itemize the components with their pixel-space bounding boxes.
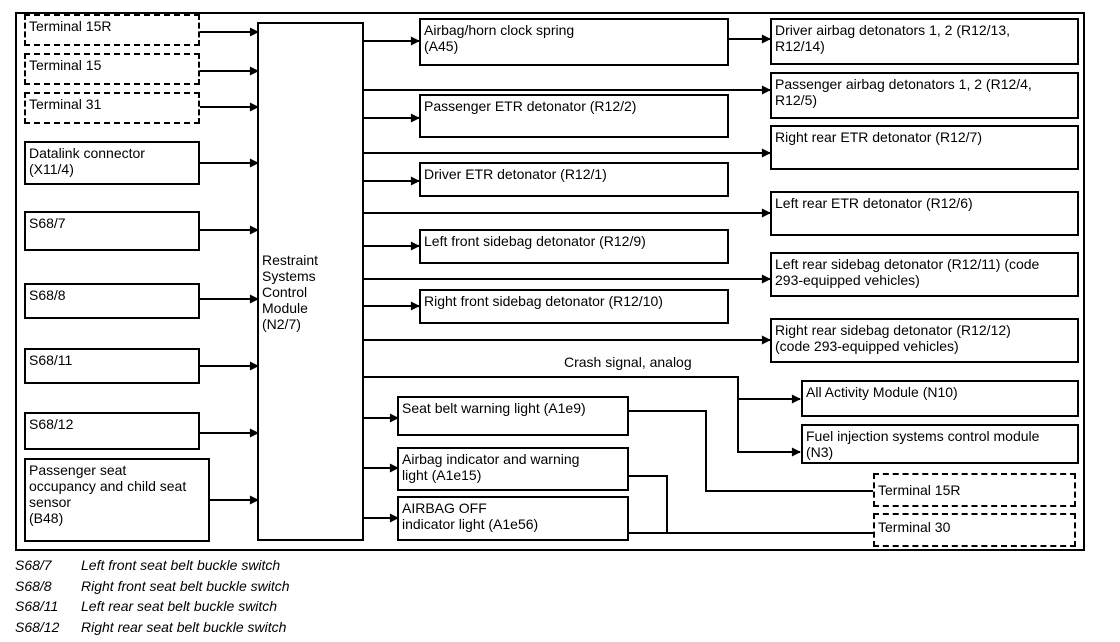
seat-sensor-line-3: sensor (29, 494, 72, 510)
left-front-sidebag-label: Left front sidebag detonator (R12/9) (424, 233, 646, 249)
left-rear-etr-box: Left rear ETR detonator (R12/6) (770, 191, 1079, 236)
passenger-etr-box: Passenger ETR detonator (R12/2) (419, 94, 729, 138)
legend-row: S68/11 Left rear seat belt buckle switch (15, 596, 290, 617)
passenger-airbag-box: Passenger airbag detonators 1, 2 (R12/4,… (770, 72, 1079, 119)
driver-airbag-box: Driver airbag detonators 1, 2 (R12/13, R… (770, 18, 1079, 65)
airbag-indicator-box: Airbag indicator and warning light (A1e1… (397, 447, 629, 491)
terminal-15r-label: Terminal 15R (29, 18, 112, 34)
fuel-injection-box: Fuel injection systems control module (N… (801, 424, 1079, 464)
left-rear-sidebag-box: Left rear sidebag detonator (R12/11) (co… (770, 252, 1079, 297)
s68-12-box: S68/12 (24, 412, 200, 450)
seat-sensor-line-4: (B48) (29, 510, 64, 526)
legend-desc: Right front seat belt buckle switch (81, 577, 290, 594)
seat-sensor-line-2: occupancy and child seat (29, 478, 187, 494)
terminal-15-box: Terminal 15 (24, 53, 200, 85)
s68-11-label: S68/11 (29, 352, 73, 368)
clock-spring-box: Airbag/horn clock spring (A45) (419, 18, 729, 66)
datalink-connector-box: Datalink connector (X11/4) (24, 141, 200, 185)
legend-code: S68/8 (15, 577, 52, 594)
driver-etr-box: Driver ETR detonator (R12/1) (419, 162, 729, 197)
terminal-15r-out-box: Terminal 15R (873, 473, 1076, 507)
passenger-airbag-line-2: R12/5) (775, 92, 818, 108)
legend-desc: Right rear seat belt buckle switch (81, 618, 287, 635)
left-rear-sidebag-line-2: 293-equipped vehicles) (775, 272, 920, 288)
all-activity-module-label: All Activity Module (N10) (806, 384, 958, 400)
passenger-etr-label: Passenger ETR detonator (R12/2) (424, 98, 637, 114)
terminal-30-label: Terminal 30 (878, 519, 951, 535)
right-front-sidebag-label: Right front sidebag detonator (R12/10) (424, 293, 663, 309)
s68-7-box: S68/7 (24, 211, 200, 251)
airbag-off-line-1: AIRBAG OFF (402, 500, 487, 516)
right-rear-etr-label: Right rear ETR detonator (R12/7) (775, 129, 982, 145)
terminal-31-label: Terminal 31 (29, 96, 102, 112)
airbag-indicator-line-2: light (A1e15) (402, 467, 482, 483)
all-activity-module-box: All Activity Module (N10) (801, 380, 1079, 417)
terminal-31-box: Terminal 31 (24, 92, 200, 124)
right-front-sidebag-box: Right front sidebag detonator (R12/10) (419, 289, 729, 324)
driver-airbag-line-1: Driver airbag detonators 1, 2 (R12/13, (775, 22, 1011, 38)
module-line-5: (N2/7) (262, 316, 301, 332)
fuel-injection-line-1: Fuel injection systems control module (806, 428, 1040, 444)
s68-12-label: S68/12 (29, 416, 74, 432)
legend-row: S68/7 Left front seat belt buckle switch (15, 555, 290, 576)
clock-spring-label: Airbag/horn clock spring (424, 22, 575, 38)
legend-code: S68/11 (15, 598, 59, 614)
right-rear-etr-box: Right rear ETR detonator (R12/7) (770, 125, 1079, 170)
seat-belt-light-box: Seat belt warning light (A1e9) (397, 396, 629, 436)
s68-11-box: S68/11 (24, 348, 200, 384)
legend-desc: Left front seat belt buckle switch (81, 557, 281, 573)
right-rear-sidebag-box: Right rear sidebag detonator (R12/12) (c… (770, 318, 1079, 363)
legend-code: S68/12 (15, 618, 60, 635)
legend-row: S68/12 Right rear seat belt buckle switch (15, 617, 290, 638)
wire-terminal-15r-feed (628, 410, 874, 492)
restraint-module-box: Restraint Systems Control Module (N2/7) (257, 22, 364, 541)
crash-signal-label: Crash signal, analog (564, 354, 692, 370)
seat-sensor-line-1: Passenger seat (29, 462, 127, 478)
module-line-1: Restraint (262, 252, 319, 268)
passenger-seat-sensor-box: Passenger seat occupancy and child seat … (24, 458, 210, 542)
fuel-injection-line-2: (N3) (806, 444, 834, 460)
legend-code: S68/7 (15, 557, 52, 573)
datalink-code: (X11/4) (29, 161, 74, 177)
s68-8-box: S68/8 (24, 283, 200, 319)
s68-7-label: S68/7 (29, 215, 66, 231)
left-front-sidebag-box: Left front sidebag detonator (R12/9) (419, 229, 729, 264)
terminal-15r-out-label: Terminal 15R (878, 482, 961, 498)
airbag-off-box: AIRBAG OFF indicator light (A1e56) (397, 496, 629, 541)
outer-frame (15, 12, 1085, 551)
wire-terminal-30-feed (628, 475, 874, 534)
terminal-15-label: Terminal 15 (29, 57, 102, 73)
clock-spring-code: (A45) (424, 38, 459, 54)
wire-crash-signal (363, 376, 801, 457)
left-rear-sidebag-line-1: Left rear sidebag detonator (R12/11) (co… (775, 256, 1040, 272)
module-line-4: Module (262, 300, 308, 316)
s68-8-label: S68/8 (29, 287, 66, 303)
driver-etr-label: Driver ETR detonator (R12/1) (424, 166, 607, 182)
right-rear-sidebag-line-1: Right rear sidebag detonator (R12/12) (775, 322, 1011, 338)
terminal-15r-box: Terminal 15R (24, 14, 200, 46)
driver-airbag-line-2: R12/14) (775, 38, 825, 54)
left-rear-etr-label: Left rear ETR detonator (R12/6) (775, 195, 973, 211)
airbag-indicator-line-1: Airbag indicator and warning (402, 451, 580, 467)
legend-desc: Left rear seat belt buckle switch (81, 598, 278, 614)
terminal-30-box: Terminal 30 (873, 513, 1076, 547)
module-line-2: Systems (262, 268, 316, 284)
legend-row: S68/8 Right front seat belt buckle switch (15, 576, 290, 597)
seat-belt-light-label: Seat belt warning light (A1e9) (402, 400, 586, 416)
right-rear-sidebag-line-2: (code 293-equipped vehicles) (775, 338, 959, 354)
airbag-off-line-2: indicator light (A1e56) (402, 516, 539, 532)
passenger-airbag-line-1: Passenger airbag detonators 1, 2 (R12/4, (775, 76, 1032, 92)
module-line-3: Control (262, 284, 308, 300)
datalink-label: Datalink connector (29, 145, 145, 161)
